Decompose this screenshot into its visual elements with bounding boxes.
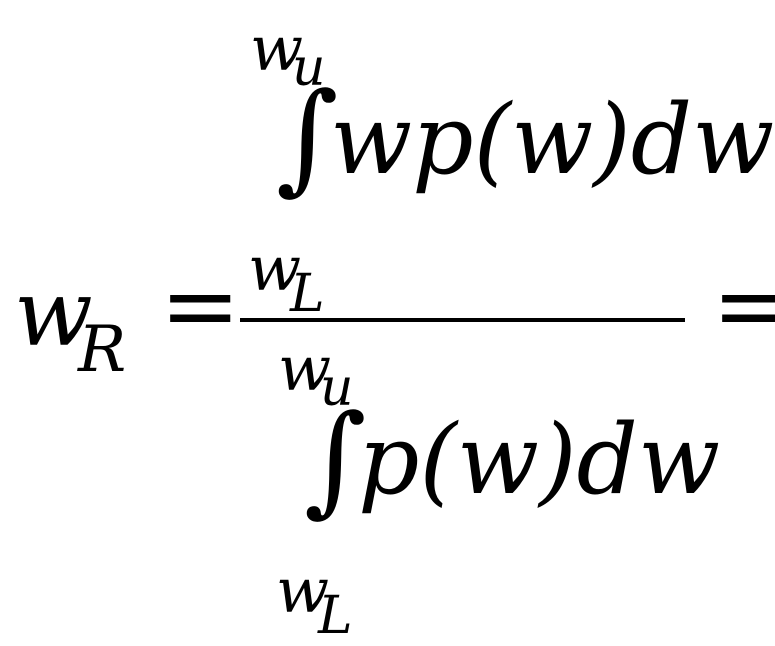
numerator-upper-limit-subscript: u <box>292 38 326 98</box>
equals-sign-right: = <box>712 250 775 362</box>
denominator-upper-limit-subscript: u <box>320 358 354 418</box>
denominator-upper-limit-base: w <box>278 332 332 405</box>
equals-sign-left: = <box>160 250 241 362</box>
lhs-subscript: R <box>78 313 127 387</box>
numerator-upper-limit-base: w <box>250 12 304 85</box>
numerator-integrand: wp(w)dw <box>330 84 775 196</box>
fraction-bar <box>240 318 685 322</box>
denominator-lower-limit-base: w <box>276 554 330 627</box>
lhs-variable: w <box>14 260 93 367</box>
numerator-lower-limit-base: w <box>248 232 302 305</box>
numerator-integral-sign: ∫ <box>276 68 339 207</box>
denominator-integral-sign: ∫ <box>304 390 367 529</box>
numerator-lower-limit-subscript: L <box>290 264 325 324</box>
denominator-integrand: p(w)dw <box>358 404 721 516</box>
denominator-lower-limit-subscript: L <box>318 586 353 646</box>
